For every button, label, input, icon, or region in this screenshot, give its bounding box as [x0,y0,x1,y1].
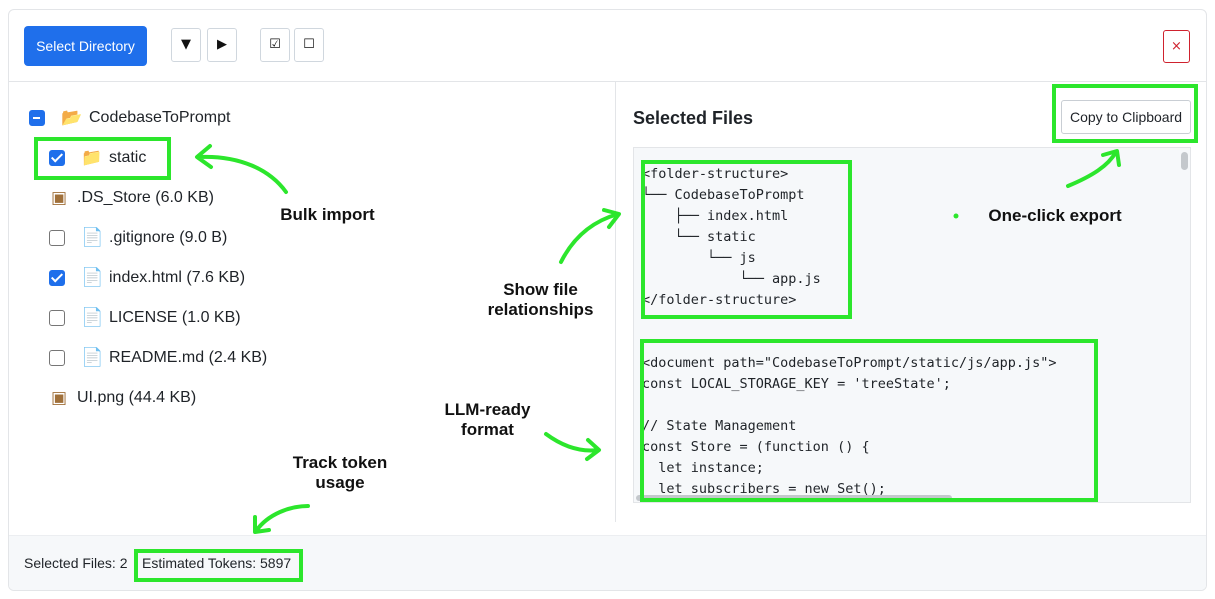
panel-title: Selected Files [633,108,754,128]
output-code-box[interactable]: <folder-structure> └── CodebaseToPrompt … [633,147,1191,503]
package-icon: ▣ [50,188,68,208]
folder-structure-text: <folder-structure> └── CodebaseToPrompt … [642,166,821,308]
file-icon: 📄 [81,347,104,368]
selected-files-panel: Selected Files Copy to Clipboard <folder… [617,82,1206,522]
select-directory-button[interactable]: Select Directory [24,26,147,66]
package-icon: ▣ [50,388,68,408]
readme-checkbox[interactable] [49,350,65,366]
tree-item-label: .DS_Store (6.0 KB) [77,189,214,206]
empty-box-icon: ☐ [303,37,315,52]
gitignore-checkbox[interactable] [49,230,65,246]
folder-icon: 📁 [81,148,103,168]
status-bar: Selected Files: 2 Estimated Tokens: 5897 [9,535,1206,590]
close-button[interactable]: × [1163,30,1190,63]
highlight-folder-structure [641,160,852,319]
tree-root-label: CodebaseToPrompt [89,109,231,126]
tree-item-index-html[interactable]: 📄 index.html (7.6 KB) [49,264,245,292]
file-icon: 📄 [81,267,104,288]
document-text: <document path="CodebaseToPrompt/static/… [642,355,1057,497]
file-icon: 📄 [81,307,104,328]
selected-files-count: Selected Files: 2 [24,555,128,571]
tree-item-ds-store[interactable]: ▣ .DS_Store (6.0 KB) [49,184,214,212]
tree-item-label: README.md (2.4 KB) [109,349,268,366]
annotation-show-file-relationships: Show file relationships [487,280,594,319]
copy-to-clipboard-button[interactable]: Copy to Clipboard [1061,100,1191,134]
tree-item-gitignore[interactable]: 📄 .gitignore (9.0 B) [49,224,227,252]
collapse-all-button[interactable]: ▶ [207,28,237,62]
tree-item-label: static [109,149,147,166]
app-window: Select Directory ▼ ▶ ☑ ☐ × 📂 CodebaseToP… [8,9,1207,591]
select-all-button[interactable]: ☑ [260,28,290,62]
highlight-static [34,137,171,180]
tree-root[interactable]: 📂 CodebaseToPrompt [29,104,230,132]
tree-item-license[interactable]: 📄 LICENSE (1.0 KB) [49,304,241,332]
tree-item-ui-png[interactable]: ▣ UI.png (44.4 KB) [49,384,196,412]
tree-item-readme[interactable]: 📄 README.md (2.4 KB) [49,344,267,372]
tree-item-label: .gitignore (9.0 B) [109,229,228,246]
tree-item-label: UI.png (44.4 KB) [77,389,197,406]
vertical-scrollbar[interactable] [1181,152,1188,170]
annotation-llm-ready-format: LLM-ready format [444,400,531,439]
highlight-token-count [134,549,303,582]
expand-all-button[interactable]: ▼ [171,28,201,62]
license-checkbox[interactable] [49,310,65,326]
root-checkbox[interactable] [29,110,45,126]
tree-item-label: LICENSE (1.0 KB) [109,309,241,326]
highlight-copy-button [1052,84,1198,143]
highlight-document [640,339,1098,502]
triangle-down-icon: ▼ [181,37,191,52]
file-icon: 📄 [81,227,104,248]
static-checkbox[interactable] [49,150,65,166]
annotation-bulk-import: Bulk import [280,205,375,224]
triangle-right-icon: ▶ [217,37,227,52]
deselect-all-button[interactable]: ☐ [294,28,324,62]
index-html-checkbox[interactable] [49,270,65,286]
checked-box-icon: ☑ [269,37,281,52]
annotation-one-click-export: One-click export [988,206,1122,225]
folder-open-icon: 📂 [61,108,83,128]
annotation-track-token-usage: Track token usage [292,453,388,492]
close-icon: × [1171,39,1182,54]
toolbar: Select Directory ▼ ▶ ☑ ☐ × [9,10,1206,82]
estimated-tokens: Estimated Tokens: 5897 [142,555,292,571]
tree-item-static[interactable]: 📁 static [49,144,146,172]
file-tree: 📂 CodebaseToPrompt 📁 static ▣ .DS_Store … [9,82,616,522]
tree-item-label: index.html (7.6 KB) [109,269,246,286]
